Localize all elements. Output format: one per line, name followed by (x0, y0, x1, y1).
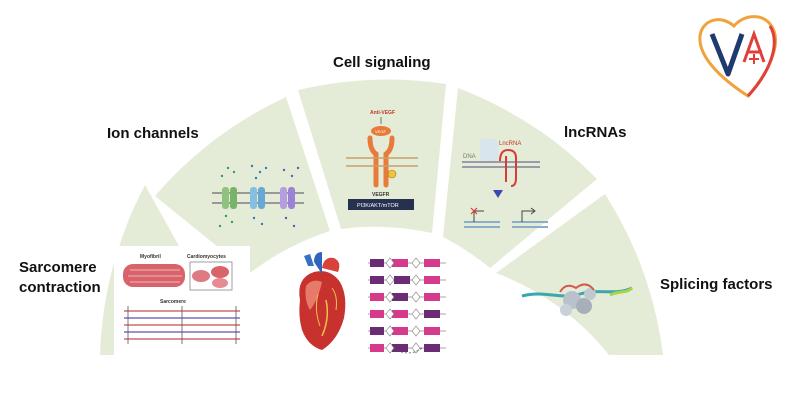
ion-dots (218, 166, 236, 228)
splicing-isoforms (368, 257, 446, 354)
exon-block (370, 310, 384, 318)
vegf-ligand (371, 126, 391, 136)
sector-ion (155, 97, 330, 273)
sarcomere-label: Sarcomere (160, 299, 186, 305)
cardiomyocytes-label: Cardiomyocytes (187, 254, 226, 260)
exon-block (424, 344, 440, 352)
myofibril-label: Myofibril (140, 254, 161, 260)
exon-block (392, 293, 408, 301)
lncrna-panel: DNA LncRNA (462, 139, 548, 228)
splice-site (411, 325, 421, 337)
splice-site (411, 274, 421, 286)
logo-icon (698, 15, 777, 98)
heart-icon (299, 252, 346, 350)
splice-site (411, 308, 421, 320)
pathway-box (348, 199, 414, 210)
label-sarcomere-contraction: Sarcomere contraction (19, 259, 101, 296)
vegf-label: VEGF (375, 129, 386, 134)
splice-site (411, 257, 421, 269)
promoter-active-icon (521, 210, 534, 222)
splice-site (385, 325, 395, 337)
channel-3 (280, 187, 287, 209)
exon-block (424, 276, 440, 284)
splice-site (385, 274, 395, 286)
splicing-panel (521, 283, 634, 316)
splice-site (385, 257, 395, 269)
phosphate-icon (387, 169, 397, 179)
down-arrow-icon (493, 190, 503, 198)
exon-block (370, 276, 384, 284)
splice-site (385, 291, 395, 303)
rna-polymerase-icon (559, 283, 596, 316)
exon-block (394, 276, 410, 284)
exon-block (370, 327, 384, 335)
exon-block (424, 327, 440, 335)
dna-label: DNA (463, 154, 476, 160)
ion-channel-panel (212, 164, 304, 228)
anti-vegf-label: Anti-VEGF (370, 110, 395, 116)
channel-1 (222, 187, 229, 209)
sarcomere-panel: Myofibril Cardiomyocytes Sarcomere (114, 246, 250, 358)
cell-signaling-panel: Anti-VEGF VEGF VEGFR PI3K/AKT/mTOR (346, 110, 418, 210)
exon-block (392, 259, 408, 267)
pathway-label: PI3K/AKT/mTOR (357, 203, 399, 209)
label-splicing-factors: Splicing factors (660, 276, 773, 293)
vegfr-receptor (367, 135, 395, 188)
label-lncrnas: lncRNAs (564, 124, 627, 141)
splice-site (411, 291, 421, 303)
exon-block (392, 310, 408, 318)
exon-block (392, 344, 408, 352)
exon-block (370, 344, 384, 352)
sarcomere-filaments (124, 306, 240, 344)
label-ion-channels: Ion channels (107, 125, 199, 142)
label-cell-signaling: Cell signaling (333, 54, 431, 71)
lncrna-loop (499, 148, 517, 187)
exon-block (392, 327, 408, 335)
splice-site (385, 308, 395, 320)
lncrna-label: LncRNA (499, 141, 521, 147)
exon-block (424, 310, 440, 318)
exon-block (424, 259, 440, 267)
vegfr-label: VEGFR (372, 192, 390, 198)
channel-2 (250, 187, 257, 209)
exon-block (370, 259, 384, 267)
sector-splicing (496, 194, 663, 355)
exon-block (370, 293, 384, 301)
sector-cell (298, 79, 446, 233)
exon-block (424, 293, 440, 301)
